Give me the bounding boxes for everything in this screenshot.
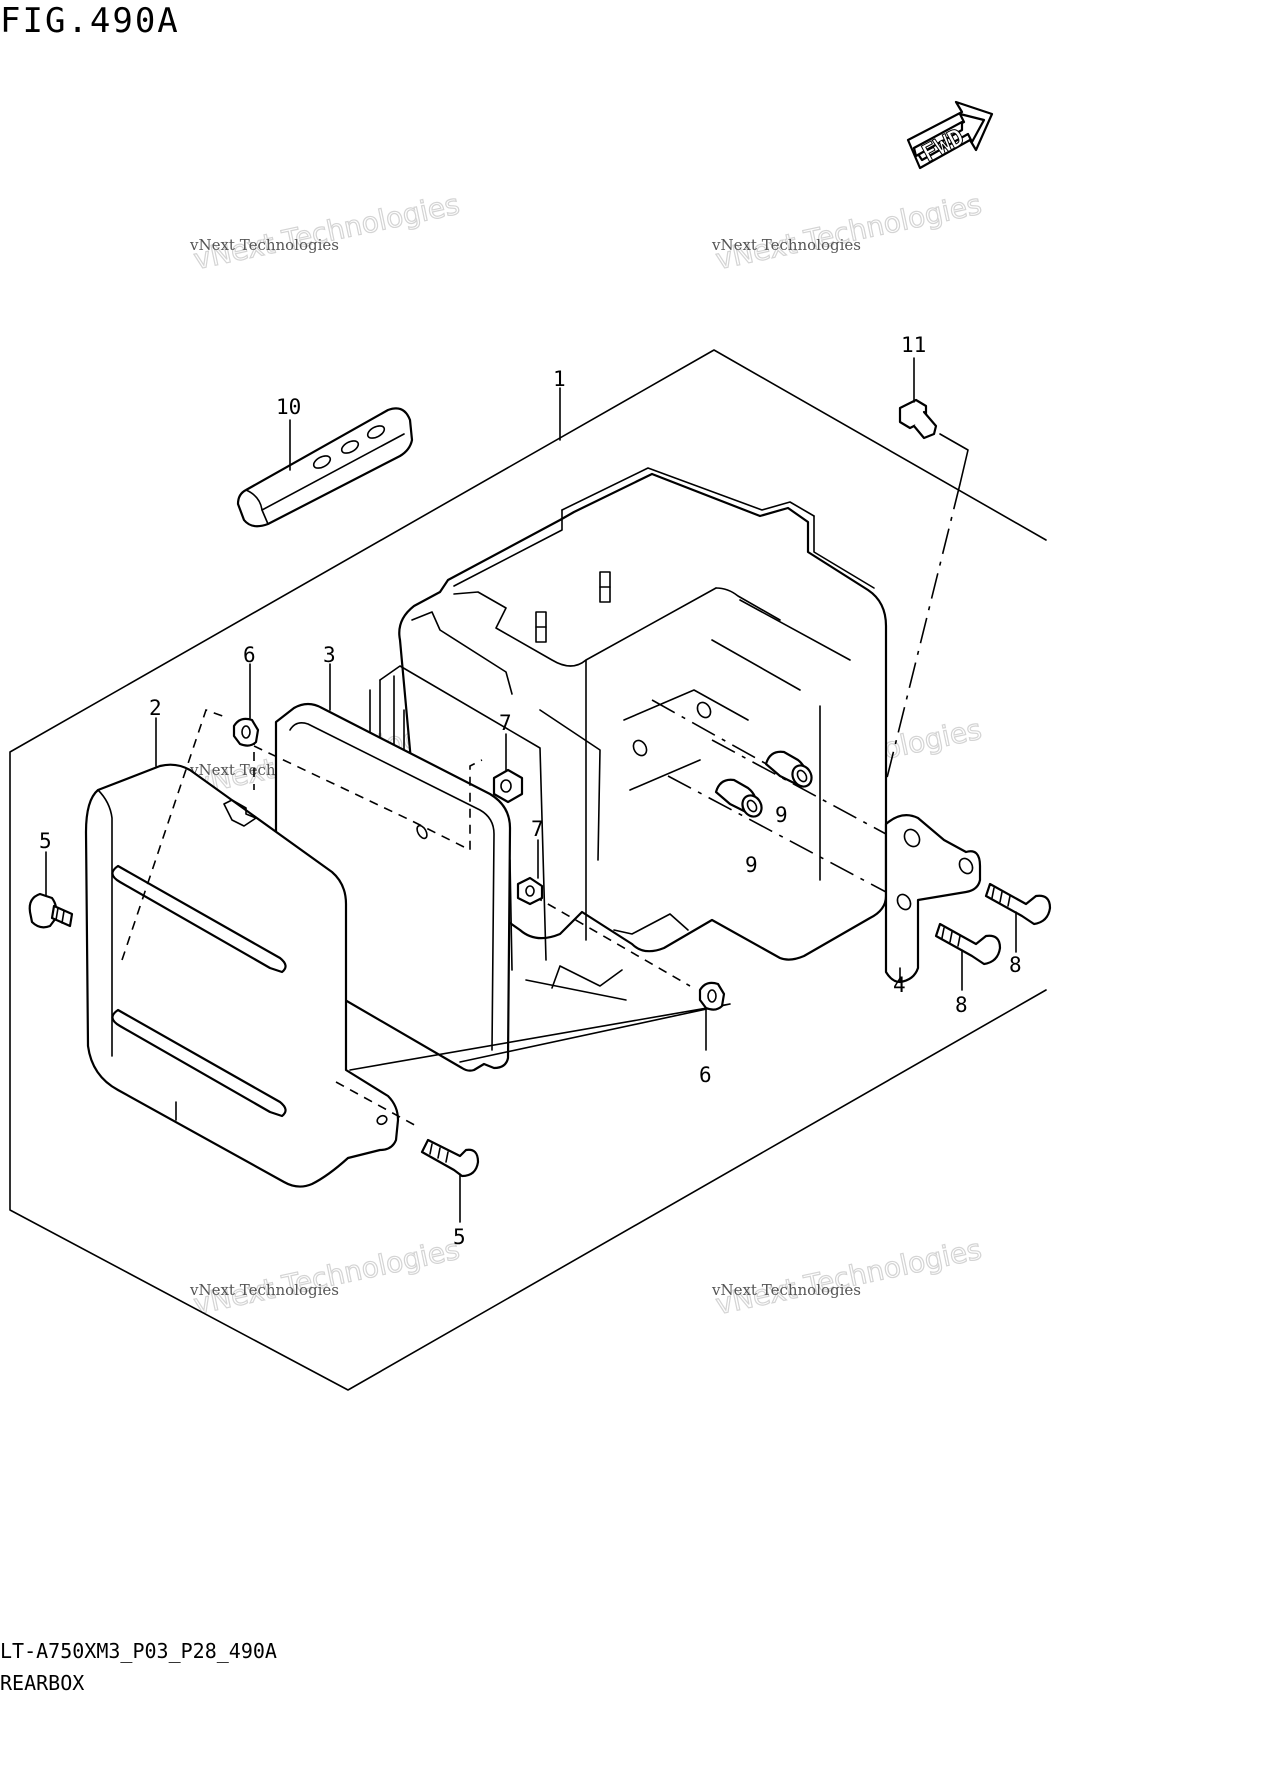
fwd-arrow-icon: FWD	[906, 100, 994, 170]
part-9-grommet	[714, 778, 763, 818]
part-8-bolt	[984, 882, 1052, 926]
callout-7b: 7	[531, 817, 544, 841]
watermark-text: vNext Technologies	[189, 1281, 339, 1299]
part-7-nut	[516, 876, 544, 906]
watermark-text: vNext Technologies	[711, 236, 861, 254]
centerline-11	[879, 483, 961, 807]
callout-4: 4	[893, 973, 906, 997]
figure-code: LT-A750XM3_P03_P28_490A	[0, 1639, 277, 1663]
part-11-bolt	[898, 398, 938, 440]
callout-2: 2	[149, 696, 162, 720]
watermark-outline: vNext Technologies	[191, 188, 463, 277]
callout-9a: 9	[775, 803, 788, 827]
callout-6a: 6	[243, 643, 256, 667]
watermark-text: vNext Technologies	[711, 1281, 861, 1299]
part-5-screw	[420, 1138, 480, 1178]
figure-name: REARBOX	[0, 1671, 84, 1695]
leader-11-ref	[939, 433, 969, 485]
callout-6b: 6	[699, 1063, 712, 1087]
watermark-outline: vNext Technologies	[191, 1233, 463, 1322]
part-9-grommet	[764, 750, 813, 788]
callout-8a: 8	[1009, 953, 1022, 977]
part-1-rear-box	[369, 467, 888, 1001]
part-4-bracket	[884, 813, 982, 984]
centerline-4b	[711, 739, 887, 835]
watermark-text: vNext Technologies	[189, 236, 339, 254]
part-6-washer	[232, 717, 260, 747]
callout-5b: 5	[453, 1225, 466, 1249]
part-5-screw	[28, 892, 74, 929]
callout-11: 11	[901, 333, 926, 357]
assembly-boundary	[9, 349, 1047, 1391]
hidden-line	[533, 895, 691, 987]
hidden-line	[121, 708, 229, 961]
callout-8b: 8	[955, 993, 968, 1017]
callout-3: 3	[323, 643, 336, 667]
figure-title: FIG.490A	[0, 1, 180, 41]
callout-9b: 9	[745, 853, 758, 877]
hidden-line	[253, 745, 483, 852]
callout-10: 10	[276, 395, 301, 419]
centerline-4	[667, 775, 887, 893]
callout-7a: 7	[499, 711, 512, 735]
callout-5a: 5	[39, 829, 52, 853]
part-2-lid	[84, 763, 400, 1188]
part-10-bracket	[236, 407, 414, 528]
part-6-washer	[698, 981, 726, 1011]
guide-line	[349, 1003, 731, 1071]
part-8-bolt	[934, 922, 1002, 966]
centerline-9	[651, 699, 771, 767]
watermark-outline: vNext Technologies	[713, 1233, 985, 1322]
part-7-nut	[492, 768, 524, 804]
callout-1: 1	[553, 367, 566, 391]
watermark-outline: vNext Technologies	[713, 188, 985, 277]
